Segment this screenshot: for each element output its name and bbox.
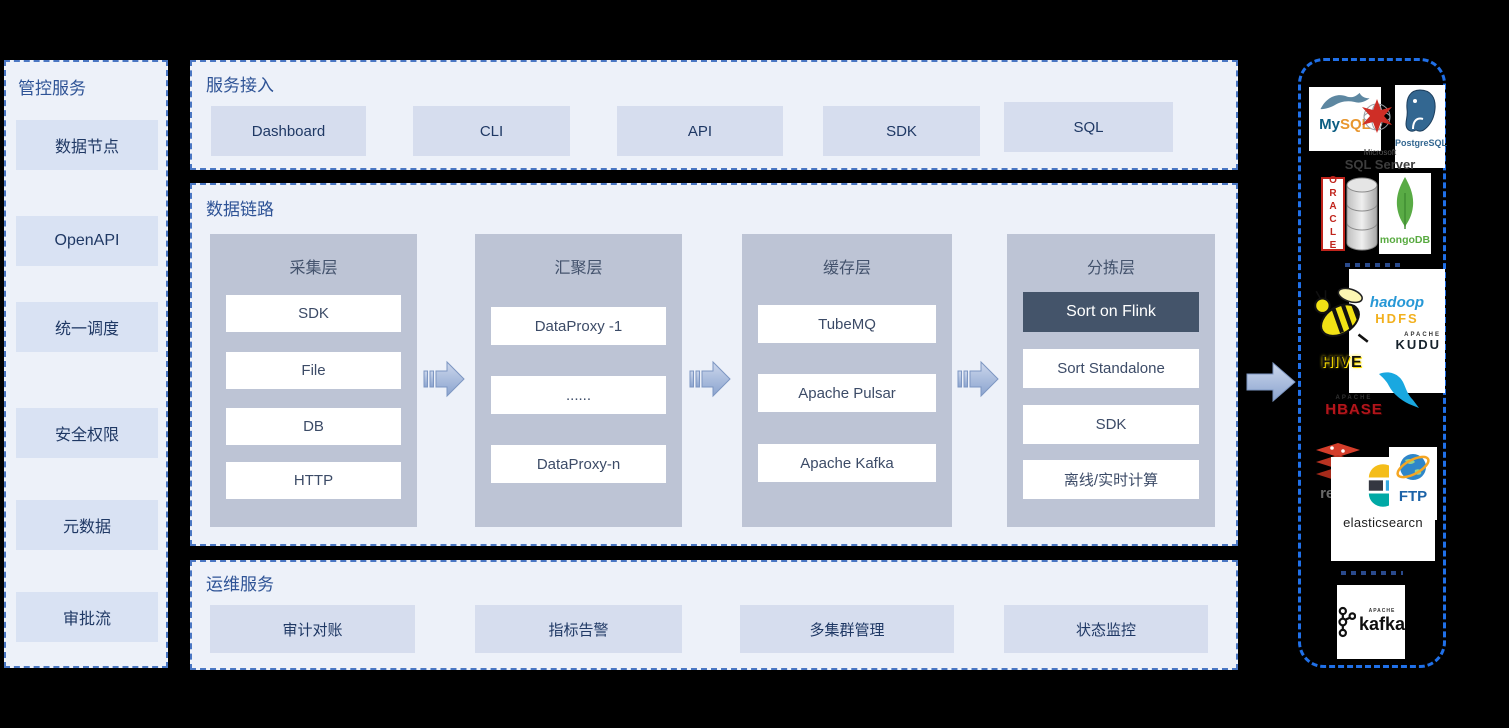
flow-arrow-icon [957, 360, 999, 398]
data-link-title: 数据链路 [206, 200, 274, 219]
ops-chip: 指标告警 [475, 605, 682, 653]
ops-chip: 多集群管理 [740, 605, 954, 653]
hadoop-kudu-card: hadoop HDFS APACHE KUDU [1349, 269, 1445, 408]
mysql-dolphin-icon [1320, 92, 1370, 110]
service-access-chip: API [617, 106, 783, 156]
globe-icon [1396, 454, 1430, 480]
service-access-chip: Dashboard [211, 106, 366, 156]
postgresql-elephant-icon [1405, 89, 1436, 132]
management-item: 元数据 [16, 500, 158, 550]
dotted-separator [1345, 263, 1405, 267]
layer-column-sort: 分拣层 Sort on Flink Sort Standalone SDK 离线… [1007, 234, 1215, 527]
service-access-panel: 服务接入 Dashboard CLI API SDK SQL [190, 60, 1238, 170]
management-item: 安全权限 [16, 408, 158, 458]
management-panel: 管控服务 数据节点 OpenAPI 统一调度 安全权限 元数据 审批流 [4, 60, 168, 668]
hive-logo: HIVE [1307, 283, 1377, 371]
microsoft-label: Microsoft [1363, 148, 1397, 157]
management-item: 统一调度 [16, 302, 158, 352]
mongodb-leaf-icon [1396, 177, 1414, 229]
layer-item: File [226, 352, 401, 389]
layer-column-title: 采集层 [289, 260, 338, 277]
data-link-panel: 数据链路 采集层 SDK File DB HTTP 汇聚层 DataProxy … [190, 183, 1238, 546]
layer-item-highlight: Sort on Flink [1023, 292, 1199, 332]
hadoop-hdfs-logo: hadoop HDFS [1349, 294, 1445, 326]
apache-label: APACHE [1368, 608, 1396, 615]
sqlserver-logo [1357, 95, 1397, 139]
sqlserver-label: SQL Server [1344, 156, 1416, 172]
hive-bee-icon [1314, 287, 1369, 343]
layer-column-aggregation: 汇聚层 DataProxy -1 ...... DataProxy-n [475, 234, 682, 527]
management-title: 管控服务 [18, 79, 86, 98]
layer-item: TubeMQ [758, 305, 936, 343]
layer-item: ...... [491, 376, 666, 414]
layer-item: 离线/实时计算 [1023, 460, 1199, 499]
flow-arrow-icon [689, 360, 731, 398]
flow-arrow-icon [423, 360, 465, 398]
layer-item: DataProxy -1 [491, 307, 666, 345]
ops-title: 运维服务 [206, 575, 274, 594]
hive-label: HIVE [1321, 353, 1363, 371]
mongodb-label: mongoDB [1379, 233, 1431, 246]
service-access-chip: SQL [1004, 102, 1173, 152]
hdfs-label: HDFS [1375, 310, 1419, 326]
layer-item: Sort Standalone [1023, 349, 1199, 388]
layer-item: Apache Kafka [758, 444, 936, 482]
dotted-separator [1341, 571, 1403, 575]
layer-column-collection: 采集层 SDK File DB HTTP [210, 234, 417, 527]
ftp-label: FTP [1398, 487, 1428, 505]
postgresql-logo: PostgreSQL [1395, 85, 1448, 168]
oracle-logo: ORACLE [1321, 175, 1345, 253]
layer-item: SDK [1023, 405, 1199, 444]
kudu-antelope-icon [1379, 372, 1419, 408]
layer-item: DataProxy-n [491, 445, 666, 483]
service-access-chip: CLI [413, 106, 570, 156]
management-item: 数据节点 [16, 120, 158, 170]
kudu-logo: APACHE KUDU [1349, 332, 1445, 353]
sqlserver-icon [1362, 99, 1392, 133]
ops-panel: 运维服务 审计对账 指标告警 多集群管理 状态监控 [190, 560, 1238, 670]
postgresql-label: PostgreSQL [1395, 137, 1448, 148]
hbase-label: HBASE [1325, 400, 1383, 418]
layer-column-title: 分拣层 [1086, 260, 1135, 277]
ops-chip: 审计对账 [210, 605, 415, 653]
sinks-panel: MySQL Microsoft SQL Server PostgreSQL OR… [1298, 58, 1448, 668]
management-item: OpenAPI [16, 216, 158, 266]
database-cylinder-icon [1346, 177, 1378, 251]
ops-chip: 状态监控 [1004, 605, 1208, 653]
sink-arrow-icon [1246, 361, 1296, 403]
sqlserver-wordmark: Microsoft SQL Server [1337, 148, 1423, 172]
management-item: 审批流 [16, 592, 158, 642]
apache-label: APACHE [1335, 395, 1373, 401]
kafka-logo: APACHE kafka [1337, 585, 1405, 659]
kudu-label: KUDU [1395, 337, 1441, 353]
layer-item: Apache Pulsar [758, 374, 936, 412]
kafka-icon [1338, 606, 1356, 638]
hadoop-label: hadoop [1369, 294, 1425, 311]
ftp-logo: FTP [1389, 447, 1437, 520]
layer-column-cache: 缓存层 TubeMQ Apache Pulsar Apache Kafka [742, 234, 952, 527]
layer-item: HTTP [226, 462, 401, 499]
layer-column-title: 汇聚层 [554, 260, 603, 277]
apache-label: APACHE [1404, 331, 1441, 338]
service-access-title: 服务接入 [206, 76, 274, 95]
kafka-label: kafka [1358, 613, 1405, 634]
mysql-label: My [1319, 115, 1340, 133]
mongodb-logo: mongoDB [1379, 173, 1431, 254]
service-access-chip: SDK [823, 106, 980, 156]
layer-item: DB [226, 408, 401, 445]
hbase-logo: APACHE HBASE [1323, 395, 1385, 418]
layer-column-title: 缓存层 [822, 260, 871, 277]
layer-item: SDK [226, 295, 401, 332]
